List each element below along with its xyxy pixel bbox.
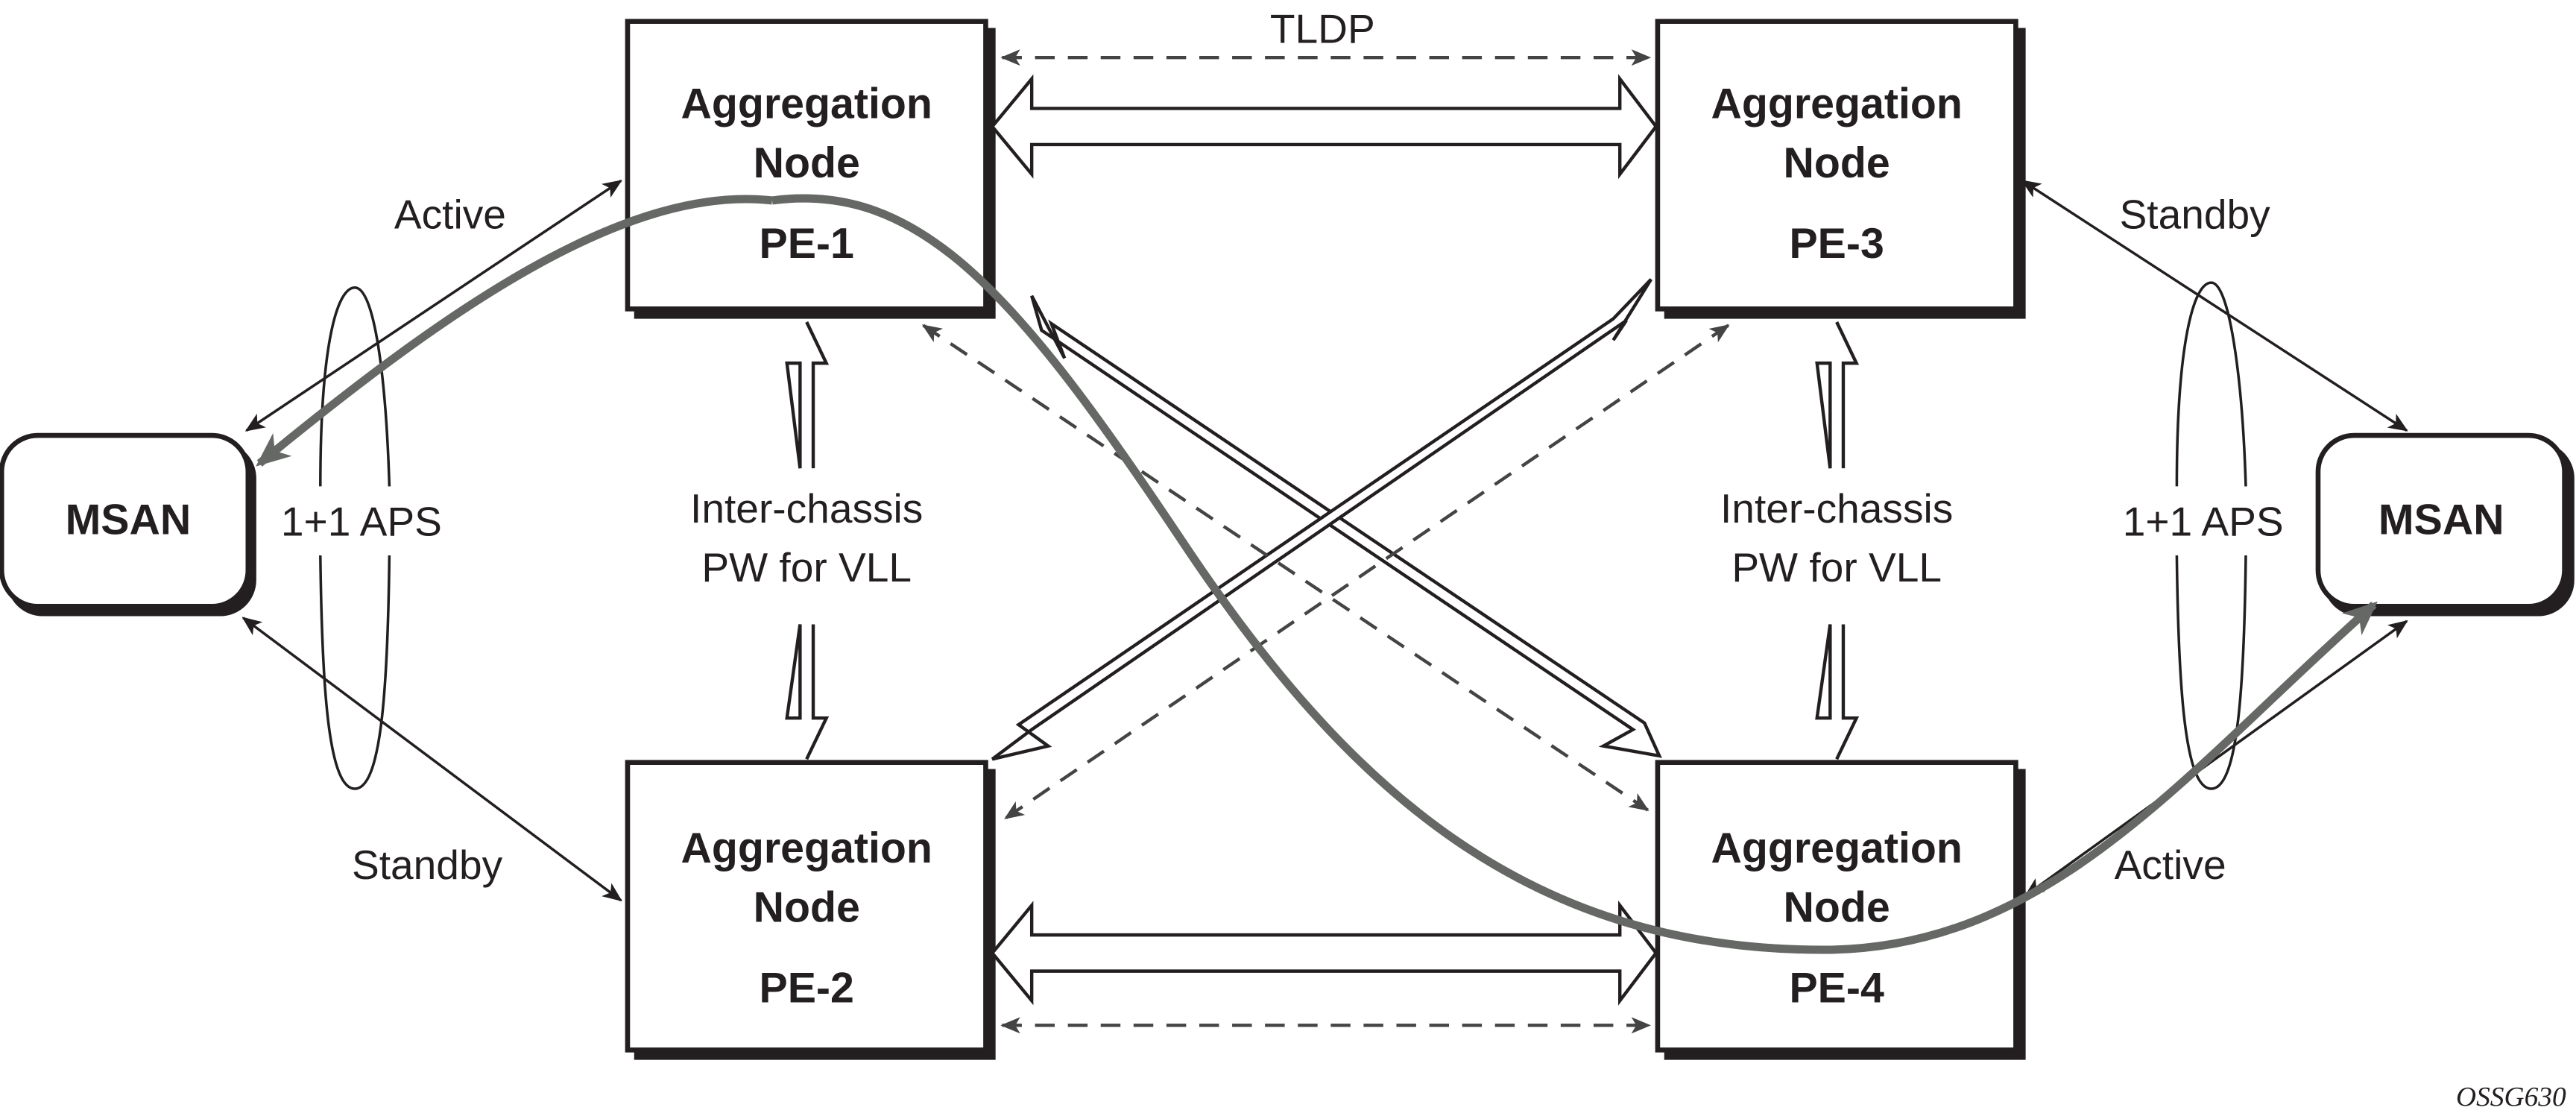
- node-pe4: Aggregation Node PE-4: [1655, 760, 2026, 1060]
- left-pw-label-2: PW for VLL: [701, 544, 912, 590]
- link-msan-left-pe1: [244, 179, 622, 432]
- node-pe3: Aggregation Node PE-3: [1655, 19, 2026, 319]
- left-standby-label: Standby: [352, 842, 503, 888]
- figure-id: OSSG630: [2456, 1082, 2566, 1112]
- node-pe4-title-1: Aggregation: [1711, 825, 1962, 872]
- fat-arrow-pe1-pe3: [990, 74, 1658, 180]
- left-aps-ellipse: [319, 286, 391, 790]
- link-msan-right-pe4: [2024, 620, 2408, 897]
- msan-right: MSAN: [2315, 432, 2575, 617]
- node-pe4-title-2: Node: [1784, 884, 1890, 932]
- fat-arrow-pe1-pe2: [785, 321, 830, 469]
- msan-left: MSAN: [0, 432, 256, 617]
- link-msan-right-pe3: [2021, 179, 2408, 432]
- node-pe2: Aggregation Node PE-2: [625, 760, 996, 1060]
- node-pe1-title-2: Node: [754, 139, 860, 187]
- fat-arrow-pe1-pe2-lower: [785, 624, 830, 760]
- left-pw-label-1: Inter-chassis: [690, 485, 923, 532]
- active-path-main: [771, 194, 2378, 954]
- right-aps-label: 1+1 APS: [2123, 499, 2284, 545]
- right-pw-label-2: PW for VLL: [1731, 544, 1942, 590]
- fat-arrow-pe3-pe4-lower: [1815, 624, 1860, 760]
- fat-arrow-pe3-pe4: [1815, 321, 1860, 469]
- node-pe3-id: PE-3: [1789, 220, 1884, 268]
- right-standby-label: Standby: [2120, 191, 2271, 237]
- node-pe1-id: PE-1: [760, 220, 854, 268]
- fat-arrow-pe1-pe4: [1030, 294, 1662, 758]
- msan-right-label: MSAN: [2378, 496, 2504, 543]
- node-pe4-id: PE-4: [1789, 965, 1884, 1012]
- link-msan-left-pe2: [242, 617, 622, 902]
- tldp-label: TLDP: [1270, 5, 1375, 51]
- right-active-label: Active: [2115, 842, 2226, 888]
- left-aps-label: 1+1 APS: [281, 499, 442, 545]
- right-aps-ellipse: [2175, 281, 2247, 790]
- node-pe2-title-2: Node: [754, 884, 860, 932]
- node-pe3-title-1: Aggregation: [1711, 81, 1962, 128]
- msan-left-label: MSAN: [66, 496, 192, 543]
- node-pe2-title-1: Aggregation: [681, 825, 932, 872]
- left-active-label: Active: [394, 191, 506, 237]
- fat-arrow-pe2-pe4: [990, 900, 1658, 1006]
- node-pe1-title-1: Aggregation: [681, 81, 932, 128]
- node-pe3-title-2: Node: [1784, 139, 1890, 187]
- node-pe2-id: PE-2: [760, 965, 854, 1012]
- tldp-link-pe3-pe2: [1004, 324, 1730, 820]
- active-path-left: [256, 195, 773, 467]
- node-pe1: Aggregation Node PE-1: [625, 19, 996, 319]
- right-pw-label-1: Inter-chassis: [1720, 485, 1953, 532]
